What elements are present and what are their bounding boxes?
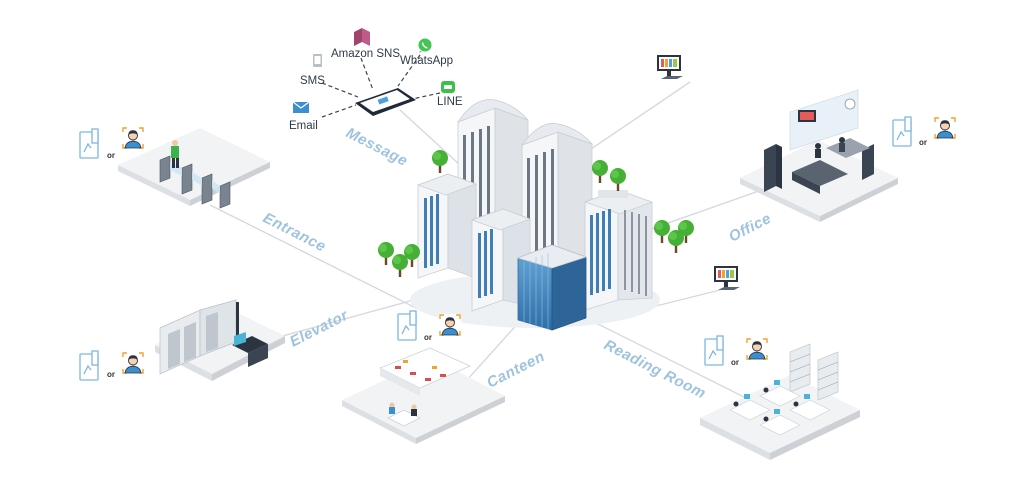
card-icon [79, 350, 99, 381]
line-label: LINE [437, 96, 463, 108]
tower-front-glass [516, 244, 588, 331]
face-recognition-icon [933, 116, 957, 140]
elevator-platform [155, 299, 285, 381]
email-icon [292, 101, 310, 113]
whatsapp-icon [418, 38, 432, 53]
tower-left [416, 173, 478, 279]
zone-label-elevator: Elevator [287, 306, 352, 350]
zone-label-entrance: Entrance [260, 209, 328, 255]
canteen-platform [342, 347, 505, 444]
tablet-icon [355, 88, 416, 116]
zone-label-office: Office [726, 210, 774, 246]
message-hub: Email SMS Amazon SNS WhatsApp LINE [289, 28, 463, 132]
whatsapp-label: WhatsApp [400, 55, 453, 67]
card-icon [79, 128, 99, 159]
entrance-auth-icons: or [79, 126, 145, 160]
tower-center [470, 208, 532, 312]
or-label: or [919, 138, 927, 147]
zone-label-canteen: Canteen [484, 348, 548, 392]
zone-label-message: Message [343, 124, 410, 170]
reading-room-platform [700, 343, 860, 460]
email-label: Email [289, 120, 318, 132]
face-recognition-icon [438, 313, 462, 337]
amazon-sns-icon [354, 28, 370, 46]
office-platform [740, 89, 898, 222]
face-recognition-icon [121, 126, 145, 150]
central-building-complex [378, 99, 694, 331]
office-auth-icons: or [892, 116, 957, 147]
sms-icon [313, 54, 322, 67]
or-label: or [424, 333, 432, 342]
or-label: or [107, 151, 115, 160]
sms-label: SMS [300, 75, 325, 87]
line-icon [441, 81, 455, 93]
face-recognition-icon [745, 337, 769, 361]
card-icon [892, 116, 912, 147]
entrance-platform [118, 128, 270, 209]
canteen-auth-icons: or [397, 310, 462, 342]
or-label: or [107, 370, 115, 379]
monitor-icon [657, 55, 683, 79]
face-recognition-icon [121, 351, 145, 375]
or-label: or [731, 358, 739, 367]
reading-room-auth-icons: or [704, 335, 769, 367]
card-icon [397, 310, 417, 341]
monitor-icon [714, 266, 740, 290]
tower-right [583, 189, 654, 311]
card-icon [704, 335, 724, 366]
zone-label-reading-room: Reading Room [601, 336, 708, 402]
amazon-sns-label: Amazon SNS [331, 48, 400, 60]
elevator-auth-icons: or [79, 350, 145, 381]
